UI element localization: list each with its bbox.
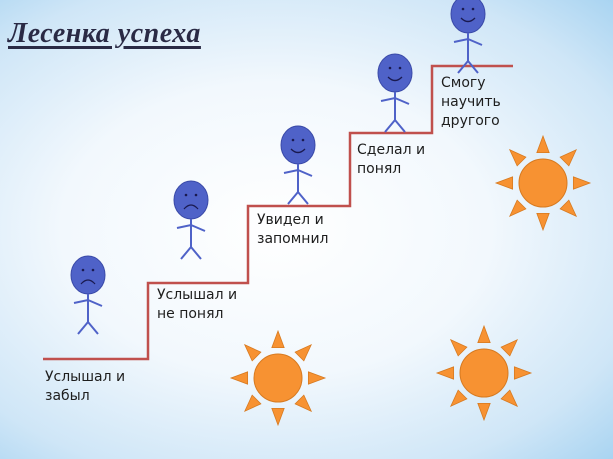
stick-figure-2 bbox=[173, 180, 209, 260]
stick-figure-5 bbox=[450, 0, 486, 74]
head-icon bbox=[280, 125, 316, 165]
step-1-label: Услышал и забыл bbox=[45, 369, 126, 404]
step-5-label: Смогу научить другого bbox=[441, 75, 501, 129]
head-icon bbox=[377, 53, 413, 93]
staircase-line bbox=[43, 64, 513, 361]
step-4-label: Сделал и понял bbox=[357, 142, 426, 177]
step-2-label: Услышал и не понял bbox=[157, 287, 238, 322]
sun-icon bbox=[494, 134, 592, 232]
step-3-label: Увидел и запомнил bbox=[257, 212, 329, 247]
stick-figure-1 bbox=[70, 255, 106, 335]
sun-icon bbox=[435, 324, 533, 422]
sad-face-icon bbox=[183, 204, 199, 210]
head-icon bbox=[173, 180, 209, 220]
stick-figure-3 bbox=[280, 125, 316, 205]
happy-face-icon bbox=[387, 76, 403, 82]
sun-icon bbox=[229, 329, 327, 427]
head-icon bbox=[70, 255, 106, 295]
sad-face-icon bbox=[80, 279, 96, 285]
happy-face-icon bbox=[460, 17, 476, 23]
stick-figure-4 bbox=[377, 53, 413, 133]
slide-title: Лесенка успеха bbox=[8, 18, 201, 49]
head-icon bbox=[450, 0, 486, 34]
happy-face-icon bbox=[290, 148, 306, 154]
